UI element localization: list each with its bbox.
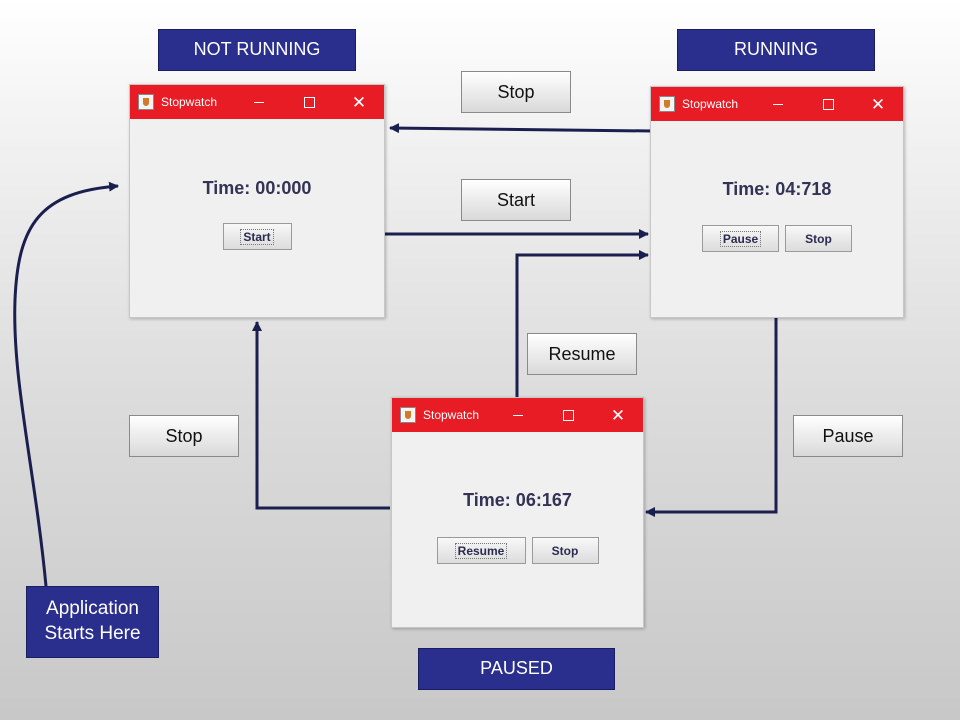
- window-title: Stopwatch: [423, 408, 480, 422]
- window-titlebar: Stopwatch ✕: [651, 87, 903, 121]
- arrow-application-start: [13, 181, 119, 587]
- window-title: Stopwatch: [161, 95, 218, 109]
- minimize-button[interactable]: [753, 87, 803, 121]
- maximize-button[interactable]: [284, 85, 334, 119]
- java-app-icon: [138, 94, 154, 110]
- java-app-icon: [400, 407, 416, 423]
- close-icon: ✕: [351, 92, 367, 112]
- stop-button[interactable]: Stop: [531, 537, 599, 564]
- pause-button[interactable]: Pause: [702, 225, 779, 252]
- state-label-running: RUNNING: [677, 29, 875, 71]
- close-icon: ✕: [610, 405, 626, 425]
- arrow-resume: [515, 250, 649, 397]
- window-title: Stopwatch: [682, 97, 739, 111]
- start-button[interactable]: Start: [222, 223, 292, 250]
- minimize-button[interactable]: [234, 85, 284, 119]
- maximize-button[interactable]: [803, 87, 853, 121]
- java-app-icon: [659, 96, 675, 112]
- state-label-paused: PAUSED: [418, 648, 615, 690]
- close-button[interactable]: ✕: [334, 85, 384, 119]
- minimize-button[interactable]: [493, 398, 543, 432]
- transition-label-start: Start: [461, 179, 571, 221]
- state-label-not-running: NOT RUNNING: [158, 29, 356, 71]
- transition-label-resume: Resume: [527, 333, 637, 375]
- transition-label-stop-top: Stop: [461, 71, 571, 113]
- transition-label-pause: Pause: [793, 415, 903, 457]
- resume-button[interactable]: Resume: [436, 537, 526, 564]
- close-icon: ✕: [870, 94, 886, 114]
- close-button[interactable]: ✕: [853, 87, 903, 121]
- arrow-pause: [645, 318, 778, 517]
- minimize-icon: [513, 414, 523, 416]
- maximize-icon: [303, 96, 315, 108]
- minimize-icon: [254, 101, 264, 103]
- arrow-stop-paused-to-notrunning: [252, 321, 390, 510]
- minimize-icon: [773, 103, 783, 105]
- arrow-stop-running-to-notrunning: [389, 123, 653, 134]
- stopwatch-window-not-running: Stopwatch ✕ Time: 00:000 Start: [129, 84, 385, 318]
- maximize-icon: [822, 98, 834, 110]
- window-titlebar: Stopwatch ✕: [392, 398, 643, 432]
- time-display: Time: 06:167: [463, 490, 572, 510]
- stop-button[interactable]: Stop: [785, 225, 852, 252]
- stopwatch-window-paused: Stopwatch ✕ Time: 06:167 Resume Stop: [391, 397, 644, 628]
- time-display: Time: 04:718: [722, 179, 832, 199]
- stopwatch-window-running: Stopwatch ✕ Time: 04:718 Pause Stop: [650, 86, 904, 318]
- window-titlebar: Stopwatch ✕: [130, 85, 384, 119]
- maximize-button[interactable]: [543, 398, 593, 432]
- maximize-icon: [562, 409, 574, 421]
- close-button[interactable]: ✕: [593, 398, 643, 432]
- transition-label-stop-left: Stop: [129, 415, 239, 457]
- time-display: Time: 00:000: [202, 178, 312, 198]
